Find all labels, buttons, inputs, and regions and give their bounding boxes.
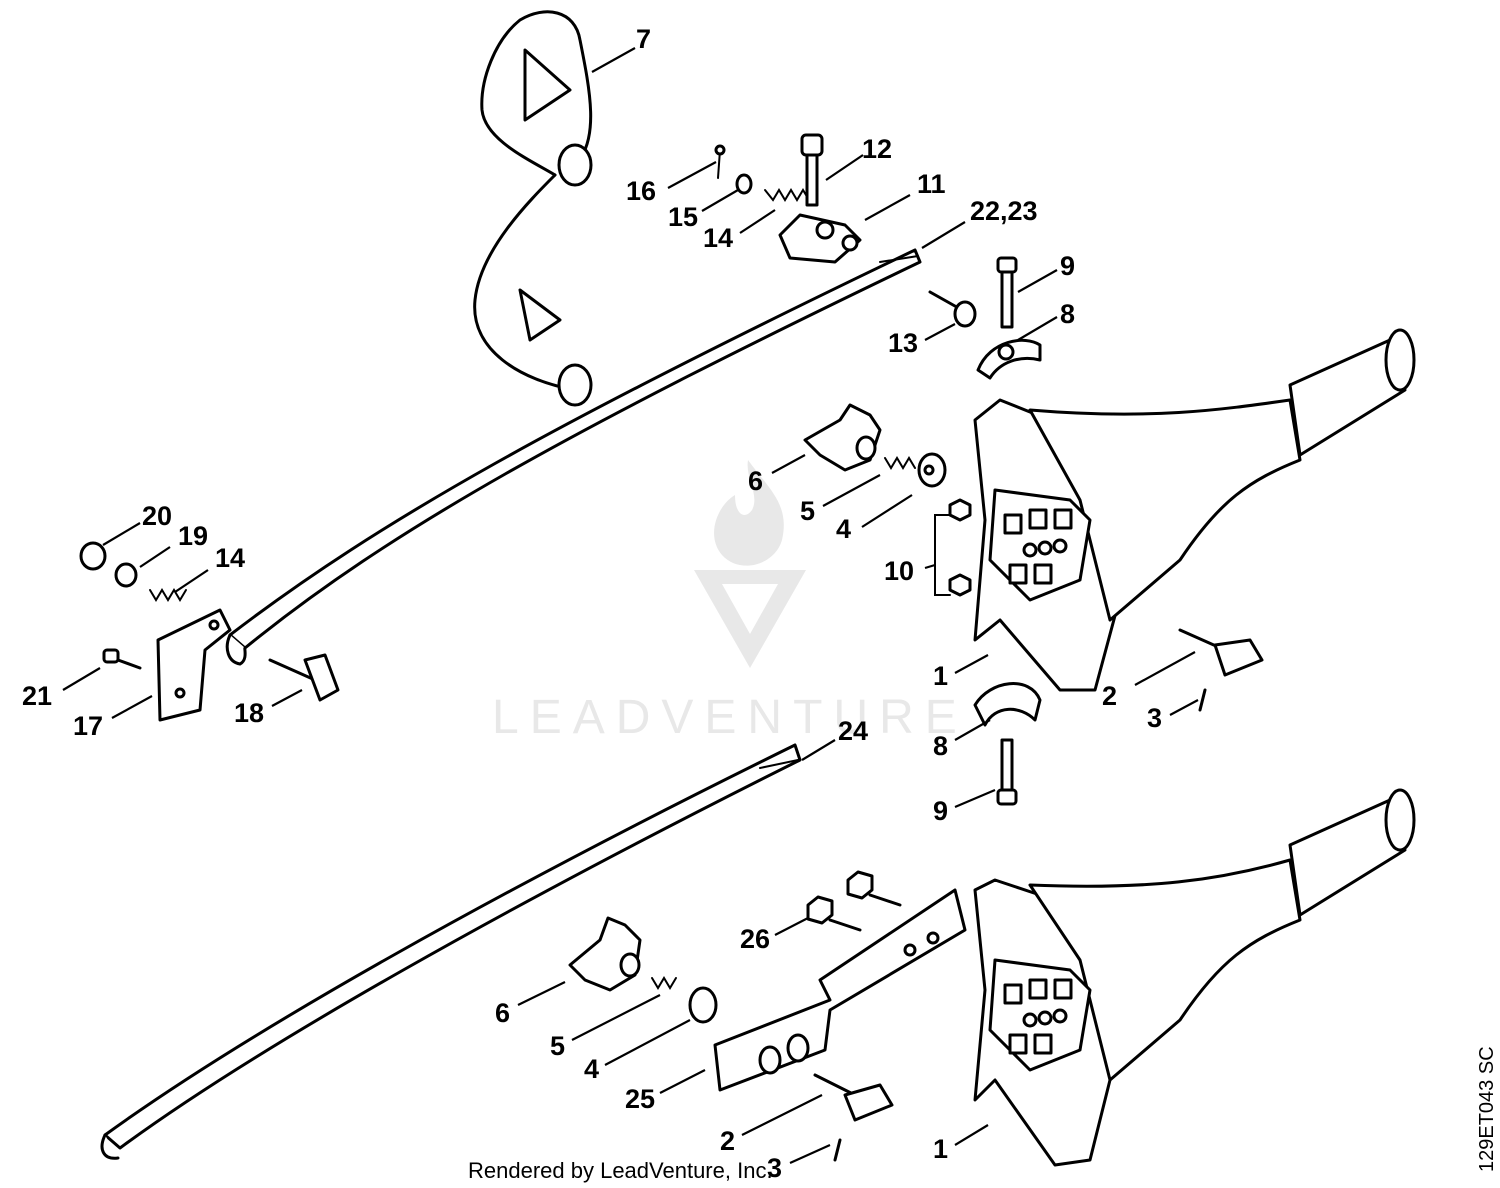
callout-18: 18 [234,698,264,728]
callout-1b: 1 [933,1134,948,1164]
part-washer-19 [114,562,138,588]
callout-22-23: 22,23 [970,196,1038,226]
callout-4a: 4 [836,514,851,544]
leader-lines [62,47,1199,1165]
part-knob-6a [803,403,882,472]
part-nuts-10 [934,498,972,597]
callout-1a: 1 [933,661,948,691]
part-handle-bar [473,10,593,407]
washer-hole [923,464,935,476]
footer-credit: Rendered by LeadVenture, Inc. [468,1158,773,1183]
callout-25: 25 [625,1084,655,1114]
callout-3b: 3 [767,1153,782,1183]
part-bracket-17 [156,608,232,722]
part-grip-upper [973,328,1416,692]
part-clamp-8b [973,682,1042,727]
callout-11: 11 [917,169,946,199]
callout-5b: 5 [550,1031,565,1061]
callout-17: 17 [73,711,103,741]
callout-6a: 6 [748,466,763,496]
callout-labels: 7 12 16 11 15 14 22,23 9 8 13 6 5 4 10 2… [22,24,1162,1183]
v-logo-icon [694,570,806,668]
part-spring-14a [764,188,810,202]
callout-20: 20 [142,501,172,531]
callout-10: 10 [884,556,914,586]
leadventure-watermark: LEADVENTURE [492,460,968,744]
callout-12: 12 [862,134,892,164]
callout-2a: 2 [1102,681,1117,711]
watermark-text: LEADVENTURE [492,691,968,744]
callout-6b: 6 [495,998,510,1028]
part-bolt-9a [996,256,1018,329]
part-rod-lower [100,743,802,1160]
callout-24: 24 [838,716,868,746]
part-spring-14b [149,588,187,602]
part-washer-15 [735,173,753,195]
part-washer-4b [688,986,718,1024]
callout-26: 26 [740,924,770,954]
callout-8a: 8 [1060,299,1075,329]
callout-5a: 5 [800,496,815,526]
callout-9b: 9 [933,796,948,826]
callout-14b: 14 [215,543,245,573]
callout-16: 16 [626,176,656,206]
callout-8b: 8 [933,731,948,761]
part-clamp-8a [976,338,1042,380]
part-bolt-9b [996,738,1018,806]
part-grip-lower [973,788,1416,1167]
drawing-code: 129ET043 SC [1476,1046,1498,1172]
callout-19: 19 [178,521,208,551]
part-spring-5b [651,976,677,990]
part-pin-3b [833,1138,842,1162]
part-pin-3a [1198,688,1207,712]
part-bolts-26 [806,870,902,932]
part-bushing-20 [79,541,107,571]
part-t-bolt-2b [813,1073,894,1122]
part-t-bolt-2a [1178,628,1264,677]
part-spring-5a [884,456,916,470]
callout-15: 15 [668,202,698,232]
callout-2b: 2 [720,1126,735,1156]
part-screw-21 [102,648,142,670]
callout-13: 13 [888,328,918,358]
part-screw-12 [800,133,824,207]
callout-21: 21 [22,681,52,711]
part-pin-13 [928,290,977,328]
part-knob-6b [568,916,642,992]
callout-9a: 9 [1060,251,1075,281]
part-clamp-11 [778,213,862,264]
part-rod-upper [225,248,922,666]
part-bracket-25 [713,888,967,1092]
callout-14a: 14 [703,223,733,253]
flame-icon [714,460,784,566]
callout-7: 7 [636,24,651,54]
part-cotter-pin [714,144,726,179]
callout-3a: 3 [1147,703,1162,733]
part-pivot-18 [268,653,340,702]
callout-4b: 4 [584,1054,599,1084]
